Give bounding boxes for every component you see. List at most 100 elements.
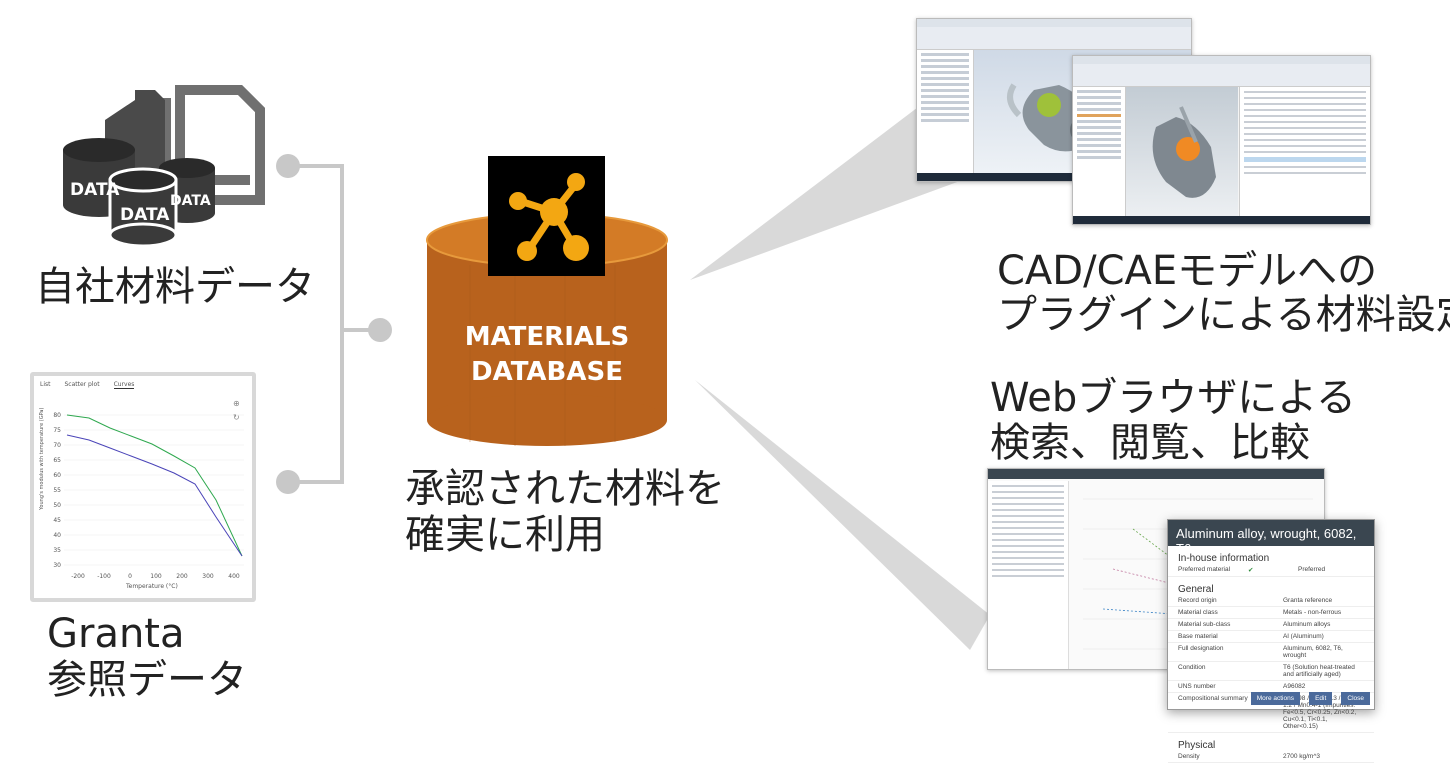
dialog-row: Material sub-class Aluminum alloys xyxy=(1168,619,1374,631)
close-button[interactable]: Close xyxy=(1341,692,1370,705)
molecule-icon xyxy=(488,156,605,276)
row-value: Al (Aluminum) xyxy=(1283,633,1324,640)
curves-chart: 80 75 70 65 60 55 50 45 40 35 30 -200 -100 0 100 200 30… xyxy=(39,399,244,590)
dialog-section-general: General xyxy=(1178,584,1214,595)
data-cylinder xyxy=(108,167,178,248)
cylinder-label: DATA xyxy=(170,193,211,209)
inhouse-data-icon: DATA DATA DATA xyxy=(63,85,265,248)
inhouse-data-label: 自社材料データ xyxy=(35,264,315,310)
row-value: Aluminum, 6082, T6, wrought xyxy=(1283,645,1343,659)
web-filter-panel xyxy=(988,481,1069,669)
database-label-line2: DATABASE xyxy=(471,357,623,387)
row-key: Base material xyxy=(1178,633,1218,640)
dialog-row: Full designation Aluminum, 6082, T6, wrou… xyxy=(1168,643,1374,662)
tab-list[interactable]: List xyxy=(40,381,51,388)
granta-chart-thumbnail: List Scatter plot Curves 80 75 70 65 60 55 50 4… xyxy=(30,372,256,602)
row-key: Full designation xyxy=(1178,645,1224,652)
web-label-line2: 検索、閲覧、比較 xyxy=(990,420,1310,466)
x-tick-label: 0 xyxy=(128,573,132,580)
row-value: T6 (Solution heat-treated and artificial… xyxy=(1283,664,1355,678)
material-detail-dialog: Aluminum alloy, wrought, 6082, T6 In-hou… xyxy=(1167,519,1375,763)
row-value: Preferred xyxy=(1298,566,1326,573)
row-value: Aluminum alloys xyxy=(1283,621,1331,628)
row-key: Compositional summary xyxy=(1178,695,1248,702)
dialog-title: Aluminum alloy, wrought, 6082, T6 xyxy=(1168,520,1374,556)
database-label-line1: MATERIALS xyxy=(465,322,630,352)
y-tick-label: 40 xyxy=(53,532,61,539)
x-tick-label: -200 xyxy=(71,573,85,580)
x-tick-label: 300 xyxy=(202,573,214,580)
x-tick-label: -100 xyxy=(97,573,111,580)
web-app-header xyxy=(988,469,1324,479)
tab-scatter-plot[interactable]: Scatter plot xyxy=(64,381,100,388)
connector-node xyxy=(276,470,300,494)
cad-label-line2: プラグインによる材料設定 xyxy=(997,292,1450,338)
database-caption-line1: 承認された材料を xyxy=(405,466,725,512)
y-tick-label: 30 xyxy=(53,562,61,569)
row-value: Metals - non-ferrous xyxy=(1283,609,1342,616)
fan-to-web xyxy=(695,380,990,650)
y-tick-label: 35 xyxy=(53,547,61,554)
granta-label-line1: Granta xyxy=(47,611,185,657)
document-lines xyxy=(210,175,250,185)
cylinder-label: DATA xyxy=(70,180,120,200)
chart-grid xyxy=(64,414,244,566)
dialog-row: Condition T6 (Solution heat-treated and a… xyxy=(1168,662,1374,681)
y-tick-label: 50 xyxy=(53,502,61,509)
cylinder-label: DATA xyxy=(120,205,170,225)
dialog-row: Density 2700 kg/m^3 xyxy=(1168,751,1374,763)
row-key: UNS number xyxy=(1178,683,1216,690)
dialog-row: Material class Metals - non-ferrous xyxy=(1168,607,1374,619)
checkmark-icon: ✔ xyxy=(1248,567,1254,574)
series-line-blue xyxy=(66,434,243,557)
zoom-icon[interactable]: ⊕ xyxy=(233,399,240,408)
y-tick-label: 75 xyxy=(53,427,61,434)
dialog-section-inhouse: In-house information xyxy=(1178,553,1270,564)
x-tick-label: 100 xyxy=(150,573,162,580)
y-tick-label: 70 xyxy=(53,442,61,449)
dialog-row: Preferred material ✔ Preferred xyxy=(1168,564,1374,577)
series-line-green xyxy=(66,414,243,557)
more-actions-button[interactable]: More actions xyxy=(1250,692,1300,705)
dialog-section-physical: Physical xyxy=(1178,740,1216,751)
row-key: Condition xyxy=(1178,664,1206,671)
output-fans xyxy=(690,98,990,650)
y-tick-label: 45 xyxy=(53,517,61,524)
chart-ylabel: Young's modulus with temperature (GPa) xyxy=(39,408,45,511)
y-tick-labels: 80 75 70 65 60 55 50 45 40 35 30 xyxy=(53,412,61,569)
y-tick-label: 55 xyxy=(53,487,61,494)
tab-curves[interactable]: Curves xyxy=(113,381,135,389)
refresh-icon[interactable]: ↻ xyxy=(233,413,240,422)
y-tick-label: 80 xyxy=(53,412,61,419)
x-tick-label: 200 xyxy=(176,573,188,580)
edit-button[interactable]: Edit xyxy=(1309,692,1333,705)
dialog-row: Record origin Granta reference xyxy=(1168,595,1374,607)
granta-label-line2: 参照データ xyxy=(47,657,247,703)
x-tick-labels: -200 -100 0 100 200 300 400 xyxy=(71,573,240,580)
database-caption-line2: 確実に利用 xyxy=(405,512,605,558)
connector-node xyxy=(276,154,300,178)
x-tick-label: 400 xyxy=(228,573,240,580)
y-tick-label: 65 xyxy=(53,457,61,464)
left-connector xyxy=(276,154,392,494)
row-key: Material sub-class xyxy=(1178,621,1231,628)
cad-window-front xyxy=(1072,55,1371,225)
row-key: Density xyxy=(1178,753,1200,760)
row-value: Granta reference xyxy=(1283,597,1333,604)
cad-label-line1: CAD/CAEモデルへの xyxy=(997,248,1378,294)
web-label-line1: Webブラウザによる xyxy=(990,375,1357,421)
y-tick-label: 60 xyxy=(53,472,61,479)
row-value: A96082 xyxy=(1283,683,1306,690)
row-key: Record origin xyxy=(1178,597,1217,604)
chart-xlabel: Temperature (°C) xyxy=(125,583,178,590)
fan-to-cad xyxy=(690,98,990,280)
row-key: Material class xyxy=(1178,609,1218,616)
row-key: Preferred material xyxy=(1178,566,1231,573)
dialog-button-bar: More actions Edit Close xyxy=(1247,685,1370,705)
row-value: 2700 kg/m^3 xyxy=(1283,753,1321,760)
dialog-row: Base material Al (Aluminum) xyxy=(1168,631,1374,643)
connector-node xyxy=(368,318,392,342)
cad-model-render xyxy=(1152,106,1216,198)
chart-tabs: List Scatter plot Curves xyxy=(40,381,135,389)
